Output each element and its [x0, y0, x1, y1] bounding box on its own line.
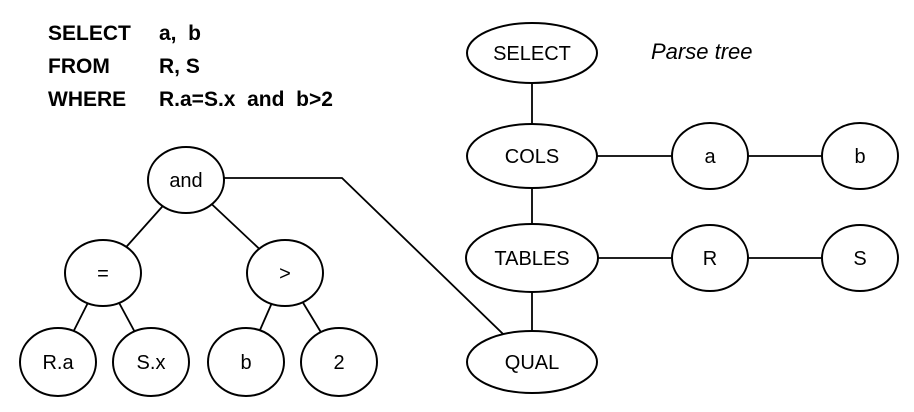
node-cols-label: COLS	[505, 146, 559, 168]
node-cols: COLS	[466, 123, 598, 189]
node-two-label: 2	[333, 352, 344, 374]
node-sx: S.x	[112, 327, 190, 397]
expression-tree: and = > R.a S.x b	[19, 146, 378, 397]
node-b: b	[821, 122, 899, 190]
node-a-label: a	[704, 146, 716, 168]
node-gt-label: >	[279, 263, 291, 285]
sql-line-where: WHERE R.a=S.x and b>2	[48, 83, 333, 116]
node-and: and	[147, 146, 225, 214]
node-s: S	[821, 224, 899, 292]
node-r-shape	[671, 224, 749, 292]
sql-query-block: SELECT a, b FROM R, S WHERE R.a=S.x and …	[48, 17, 333, 116]
parse-tree-caption: Parse tree	[651, 39, 753, 64]
node-a-shape	[671, 122, 749, 190]
node-sx-shape	[112, 327, 190, 397]
node-eq-label: =	[97, 263, 109, 285]
node-select-label: SELECT	[493, 43, 571, 65]
node-s-label: S	[853, 248, 866, 270]
node-s-shape	[821, 224, 899, 292]
node-tables: TABLES	[465, 223, 599, 293]
parse-tree-edges	[531, 53, 860, 362]
sql-args: R, S	[159, 55, 200, 78]
node-two-shape	[300, 327, 378, 397]
node-select-shape	[466, 22, 598, 84]
node-eq: =	[64, 239, 142, 307]
node-ra-shape	[19, 327, 97, 397]
node-gt: >	[246, 239, 324, 307]
node-tables-shape	[465, 223, 599, 293]
node-qual-label: QUAL	[505, 352, 559, 374]
node-qual: QUAL	[466, 330, 598, 394]
node-r-label: R	[703, 248, 717, 270]
node-ra: R.a	[19, 327, 97, 397]
node-b-label: b	[854, 146, 865, 168]
node-b-leaf-shape	[207, 327, 285, 397]
node-b-leaf-label: b	[240, 352, 251, 374]
node-and-label: and	[169, 170, 202, 192]
node-r: R	[671, 224, 749, 292]
sql-line-from: FROM R, S	[48, 50, 333, 83]
sql-args: a, b	[159, 22, 202, 45]
node-two: 2	[300, 327, 378, 397]
node-tables-label: TABLES	[494, 248, 569, 270]
parse-tree: SELECT COLS TABLES QUAL a b	[465, 22, 899, 394]
node-gt-shape	[246, 239, 324, 307]
sql-keyword: SELECT	[48, 22, 131, 45]
node-a: a	[671, 122, 749, 190]
sql-line-select: SELECT a, b	[48, 17, 333, 50]
sql-args: R.a=S.x and b>2	[159, 88, 333, 111]
node-b-shape	[821, 122, 899, 190]
node-b-leaf: b	[207, 327, 285, 397]
node-select: SELECT	[466, 22, 598, 84]
node-and-shape	[147, 146, 225, 214]
node-eq-shape	[64, 239, 142, 307]
node-qual-shape	[466, 330, 598, 394]
sql-keyword: WHERE	[48, 88, 127, 111]
node-sx-label: S.x	[137, 352, 166, 374]
node-ra-label: R.a	[42, 352, 74, 374]
node-cols-shape	[466, 123, 598, 189]
sql-keyword: FROM	[48, 55, 110, 78]
edge-and-qual	[186, 177, 533, 363]
